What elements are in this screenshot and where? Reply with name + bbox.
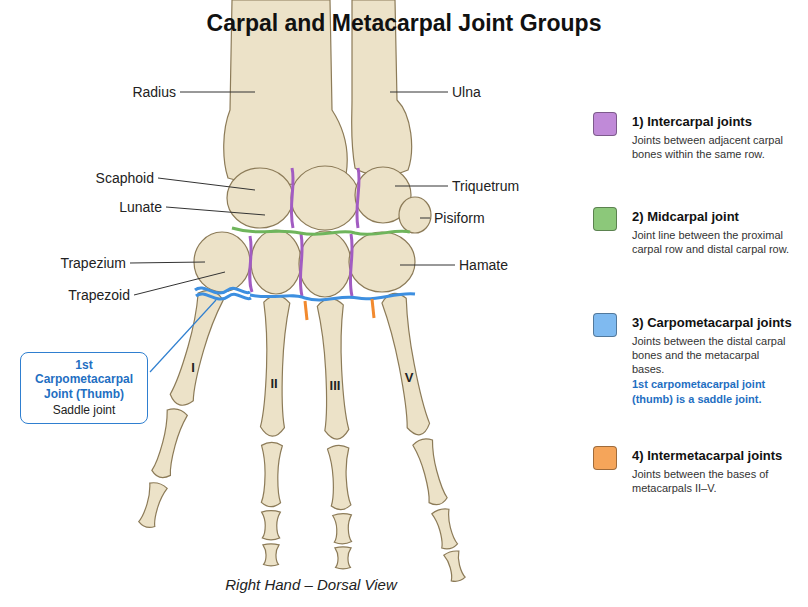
legend-description: Joints between the distal carpal bones a…: [632, 334, 792, 377]
callout-heading: 1st Carpometacarpal Joint (Thumb): [27, 358, 141, 401]
legend-swatch: [593, 313, 617, 337]
legend-description: Joint line between the proximal carpal r…: [632, 228, 792, 257]
midcarpal-line: [232, 228, 410, 234]
legend-heading: 1) Intercarpal joints: [632, 114, 798, 130]
bone-label: Radius: [132, 84, 176, 101]
legend-description: Joints between adjacent carpal bones wit…: [632, 133, 792, 162]
legend-swatch: [593, 112, 617, 136]
metacarpal-number: I: [191, 360, 195, 376]
leader-lines: [130, 92, 455, 372]
intermetacarpal-lines: [305, 299, 374, 320]
bone-label: Ulna: [452, 84, 481, 101]
callout-box: 1st Carpometacarpal Joint (Thumb) Saddle …: [20, 352, 148, 424]
bone-label: Lunate: [119, 199, 162, 216]
legend-swatch: [593, 446, 617, 470]
metacarpal-number: II: [270, 376, 277, 392]
bone-label: Scaphoid: [96, 170, 154, 187]
legend-description: Joints between the bases of metacarpals …: [632, 467, 792, 496]
bone-label: Hamate: [459, 257, 508, 274]
legend-swatch: [593, 207, 617, 231]
legend-note: 1st carpometacarpal joint (thumb) is a s…: [632, 377, 792, 406]
diagram-title: Carpal and Metacarpal Joint Groups: [207, 10, 602, 38]
callout-body: Saddle joint: [27, 403, 141, 417]
legend-heading: 2) Midcarpal joint: [632, 209, 798, 225]
legend-heading: 4) Intermetacarpal joints: [632, 448, 798, 464]
bone-label: Trapezium: [60, 255, 126, 272]
metacarpal-number: V: [405, 370, 414, 386]
thumb-cmc-line: [195, 288, 251, 299]
bone-label: Triquetrum: [452, 178, 519, 195]
cmc-line: [250, 294, 415, 300]
bone-label: Trapezoid: [68, 287, 130, 304]
view-caption: Right Hand – Dorsal View: [225, 576, 396, 594]
metacarpal-number: III: [330, 378, 341, 394]
digit-bones: [137, 287, 466, 583]
legend-heading: 3) Carpometacarpal joints: [632, 315, 798, 331]
bone-label: Pisiform: [434, 210, 485, 227]
